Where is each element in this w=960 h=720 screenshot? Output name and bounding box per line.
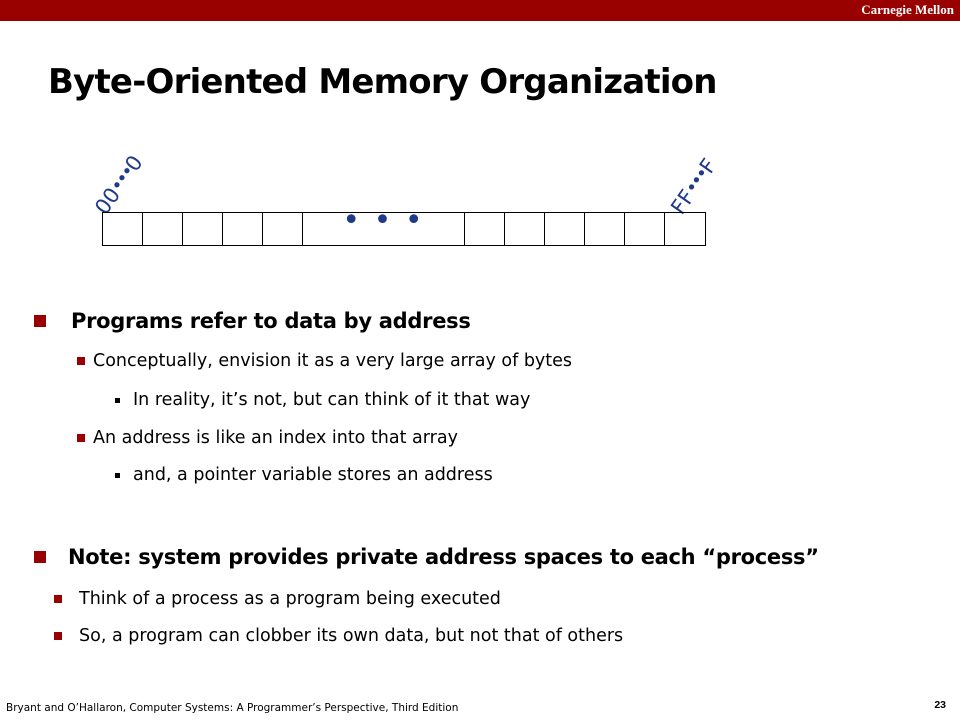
bullet-1-sub-2: An address is like an index into that ar… xyxy=(77,428,458,448)
bullet-square-icon xyxy=(54,632,62,640)
bullet-2: Note: system provides private address sp… xyxy=(34,545,819,569)
memory-byte-cell xyxy=(183,213,223,245)
bullet-1: Programs refer to data by address xyxy=(34,309,471,333)
bullet-2-sub-2-text: So, a program can clobber its own data, … xyxy=(79,626,624,646)
slide-number: 23 xyxy=(934,699,946,711)
bullet-1-sub-1-detail: In reality, it’s not, but can think of i… xyxy=(115,390,530,410)
memory-byte-cell xyxy=(585,213,625,245)
memory-byte-cell xyxy=(223,213,263,245)
header-bar: Carnegie Mellon xyxy=(0,0,960,21)
bullet-1-sub-2-detail: and, a pointer variable stores an addres… xyxy=(115,465,493,485)
bullet-square-icon xyxy=(115,472,120,478)
bullet-2-sub-1: Think of a process as a program being ex… xyxy=(54,589,501,609)
bullet-square-icon xyxy=(34,315,46,327)
bullet-2-sub-2: So, a program can clobber its own data, … xyxy=(54,626,623,646)
bullet-1-sub-2-text: An address is like an index into that ar… xyxy=(93,428,458,448)
bullet-1-sub-1-text: Conceptually, envision it as a very larg… xyxy=(93,351,573,371)
bullet-square-icon xyxy=(77,434,85,442)
memory-byte-cell xyxy=(263,213,303,245)
bullet-1-sub-1: Conceptually, envision it as a very larg… xyxy=(77,351,572,371)
brand-label: Carnegie Mellon xyxy=(861,2,954,17)
bullet-square-icon xyxy=(115,397,120,403)
memory-byte-cell xyxy=(505,213,545,245)
bullet-2-text: Note: system provides private address sp… xyxy=(68,545,819,569)
memory-byte-cell xyxy=(465,213,505,245)
footer-citation: Bryant and O’Hallaron, Computer Systems:… xyxy=(6,702,459,714)
memory-diagram: 00•••0 FF•••F • • • xyxy=(0,0,960,260)
slide-title: Byte-Oriented Memory Organization xyxy=(48,62,717,102)
bullet-2-sub-1-text: Think of a process as a program being ex… xyxy=(79,589,501,609)
bullet-square-icon xyxy=(34,551,46,563)
bullet-square-icon xyxy=(54,595,62,603)
bullet-1-sub-1-detail-text: In reality, it’s not, but can think of i… xyxy=(133,390,531,410)
bullet-1-sub-2-detail-text: and, a pointer variable stores an addres… xyxy=(133,465,493,485)
memory-byte-cell xyxy=(143,213,183,245)
memory-byte-cell xyxy=(625,213,665,245)
bullet-1-text: Programs refer to data by address xyxy=(71,309,471,333)
bullet-square-icon xyxy=(77,357,85,365)
memory-byte-cell xyxy=(545,213,585,245)
memory-byte-cell xyxy=(103,213,143,245)
